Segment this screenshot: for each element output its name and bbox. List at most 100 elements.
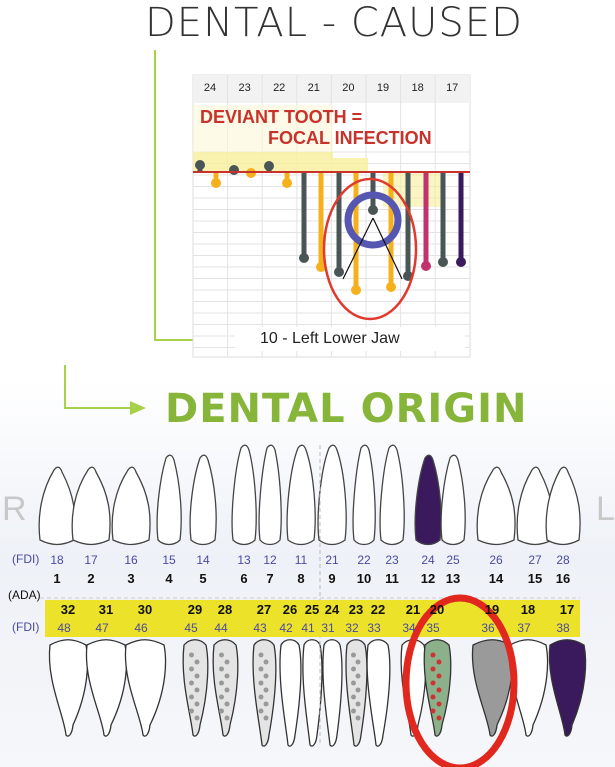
upper-ada-number: 10: [356, 571, 372, 586]
upper-tooth: [156, 454, 182, 546]
upper-ada-number: 3: [127, 571, 135, 586]
lower-tooth: [471, 639, 514, 737]
lower-tooth: [48, 639, 89, 737]
lower-ada-number: 31: [98, 602, 114, 617]
lower-ada-number: 27: [256, 602, 272, 617]
stem-purple: [456, 172, 466, 267]
lower-fdi-number: 47: [95, 621, 109, 635]
dental-origin-heading: DENTAL ORIGIN: [165, 386, 528, 432]
chart-headline-2: FOCAL INFECTION: [268, 128, 432, 148]
upper-fdi-number: 13: [237, 553, 251, 567]
upper-ada-number: 13: [445, 571, 461, 586]
upper-ada-number: 6: [240, 571, 248, 586]
upper-tooth: [379, 444, 405, 546]
lower-fdi-number: 38: [556, 621, 570, 635]
chart-column-header: 20: [342, 82, 355, 94]
upper-ada-number: 2: [87, 571, 95, 586]
red-ellipse: [322, 177, 418, 321]
stem-dark: [403, 172, 413, 281]
chart-headline-1: DEVIANT TOOTH =: [200, 107, 363, 127]
lower-tooth: [508, 639, 549, 737]
upper-fdi-number: 25: [446, 553, 460, 567]
lower-fdi-number: 37: [517, 621, 531, 635]
lower-fdi-number: 42: [279, 621, 293, 635]
upper-ada-number: 8: [297, 571, 305, 586]
upper-fdi-number: 15: [162, 553, 176, 567]
upper-ada-number: 12: [420, 571, 436, 586]
stem-dark: [195, 160, 205, 172]
upper-tooth: [317, 444, 347, 546]
upper-ada-number: 4: [165, 571, 173, 586]
focal-chart: [192, 74, 471, 358]
lower-fdi-number: 33: [367, 621, 381, 635]
chart-column-header: 22: [273, 82, 286, 94]
right-side-label: R: [2, 490, 27, 528]
lower-ada-number: 18: [520, 602, 536, 617]
upper-tooth: [476, 466, 516, 546]
upper-ada-number: 14: [488, 571, 504, 586]
upper-fdi-number: 21: [325, 553, 339, 567]
upper-tooth: [111, 466, 151, 546]
chart-column-header: 18: [411, 82, 424, 94]
stem-orange: [351, 172, 361, 295]
upper-tooth: [516, 466, 554, 546]
ada-label: (ADA): [8, 588, 41, 602]
upper-tooth: [258, 444, 282, 546]
lower-ada-number: 24: [324, 602, 340, 617]
upper-tooth: [189, 454, 217, 546]
lower-tooth: [302, 639, 323, 747]
upper-fdi-number: 12: [263, 553, 277, 567]
chart-column-header: 23: [238, 82, 251, 94]
lower-fdi-number: 46: [134, 621, 148, 635]
upper-fdi-number: 14: [196, 553, 210, 567]
stem-orange: [211, 172, 221, 188]
upper-tooth: [545, 466, 581, 546]
upper-fdi-number: 17: [84, 553, 98, 567]
stem-orange: [316, 172, 326, 272]
lower-tooth: [85, 639, 128, 737]
stem-dark: [229, 165, 239, 175]
lower-ada-number: 20: [429, 602, 445, 617]
upper-tooth: [38, 466, 76, 546]
lower-ada-number: 23: [348, 602, 364, 617]
lower-fdi-number: 35: [426, 621, 440, 635]
upper-ada-number: 1: [53, 571, 61, 586]
upper-fdi-number: 26: [489, 553, 503, 567]
chart-column-header: 17: [446, 82, 459, 94]
upper-ada-number: 9: [328, 571, 336, 586]
lower-tooth: [423, 639, 452, 737]
lower-tooth: [345, 639, 368, 747]
stem-dark: [438, 172, 448, 267]
lower-ada-number: 25: [304, 602, 320, 617]
lower-ada-number: 32: [60, 602, 76, 617]
lower-fdi-number: 48: [57, 621, 71, 635]
left-side-label: L: [596, 490, 615, 528]
lower-ada-number: 19: [484, 602, 500, 617]
arrow-icon: [130, 401, 146, 415]
fdi-upper-label: (FDI): [12, 552, 40, 566]
fdi-lower-label: (FDI): [12, 620, 40, 634]
lower-fdi-number: 44: [214, 621, 228, 635]
lower-tooth: [182, 639, 209, 737]
upper-tooth: [71, 466, 111, 546]
chart-column-header: 21: [307, 82, 320, 94]
upper-tooth: [231, 444, 257, 546]
upper-fdi-number: 24: [421, 553, 435, 567]
lower-tooth: [366, 639, 391, 747]
lower-fdi-number: 43: [253, 621, 267, 635]
upper-fdi-number: 18: [50, 553, 64, 567]
upper-fdi-number: 11: [294, 553, 308, 567]
upper-fdi-number: 16: [124, 553, 138, 567]
lower-tooth: [212, 639, 239, 737]
lower-fdi-number: 31: [321, 621, 335, 635]
lower-fdi-number: 36: [481, 621, 495, 635]
lower-ada-number: 22: [370, 602, 386, 617]
upper-ada-number: 7: [266, 571, 274, 586]
chart-column-header: 24: [203, 82, 217, 94]
stem-orange: [386, 172, 396, 292]
upper-tooth: [440, 454, 466, 546]
upper-ada-number: 16: [555, 571, 571, 586]
lower-ada-number: 26: [282, 602, 298, 617]
highlight-ellipse: [402, 594, 518, 767]
